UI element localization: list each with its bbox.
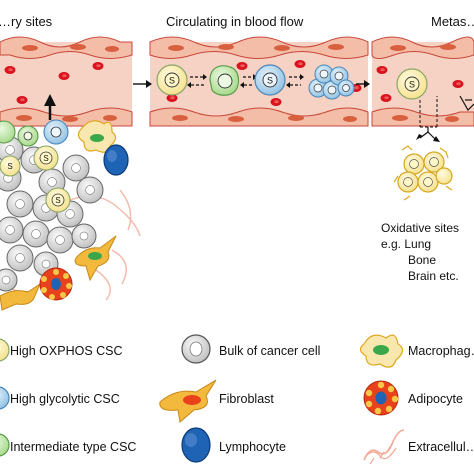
metastatic-oxphos-csc: S: [396, 68, 428, 100]
legend-label-fibroblast: Fibroblast: [219, 392, 274, 406]
oxphos-csc-icon: [0, 338, 10, 362]
legend-label-macrophage: Macrophag…: [408, 344, 474, 358]
tumor-fibroblast: [74, 235, 117, 282]
circulating-intermediate-csc: [209, 65, 240, 96]
tumor-oxphos-csc: S: [0, 155, 21, 177]
svg-text:S: S: [169, 76, 175, 86]
legend: High OXPHOS CSC Bulk of cancer cell Macr…: [0, 334, 474, 465]
legend-label-oxphos: High OXPHOS CSC: [10, 344, 123, 358]
tumor-oxphos-csc: S: [45, 187, 71, 213]
intermediate-csc-icon: [0, 433, 10, 457]
header-primary-sites: …ry sites: [0, 14, 53, 29]
fibroblast-icon: [159, 379, 217, 423]
extravasation-arrows: [416, 95, 474, 142]
metastatic-colony: [393, 145, 453, 201]
legend-label-intermediate: Intermediate type CSC: [10, 440, 136, 454]
svg-text:S: S: [55, 196, 60, 205]
oxidative-item: Bone: [408, 253, 436, 267]
bulk-cancer-cell-icon: [181, 334, 211, 364]
header-circulating: Circulating in blood flow: [166, 14, 304, 29]
svg-text:S: S: [43, 154, 48, 163]
flow-arrow-left: [133, 80, 152, 88]
legend-label-ecm: Extracellul…: [408, 440, 474, 454]
primary-tumor: S S S: [0, 94, 141, 311]
lymphocyte-icon: [181, 427, 211, 463]
tumor-lymphocyte: [103, 144, 129, 176]
legend-label-lymphocyte: Lymphocyte: [219, 440, 286, 454]
legend-label-bulk: Bulk of cancer cell: [219, 344, 320, 358]
flow-arrow-right: [356, 80, 370, 88]
circulating-glycolytic-csc: S: [254, 64, 286, 96]
header-metastatic: Metas…: [431, 14, 474, 29]
circulating-oxphos-csc: S: [156, 64, 188, 96]
tumor-fibroblast: [0, 282, 42, 311]
oxidative-example: e.g. Lung: [381, 237, 431, 251]
glycolytic-csc-icon: [0, 386, 10, 410]
oxidative-item: Brain etc.: [408, 269, 459, 283]
tumor-oxphos-csc: S: [33, 145, 59, 171]
svg-text:S: S: [7, 162, 12, 171]
transition-arrows-3: [286, 74, 304, 88]
extracellular-matrix-icon: [363, 429, 405, 465]
legend-label-adipocyte: Adipocyte: [408, 392, 463, 406]
oxidative-title: Oxidative sites: [381, 221, 459, 235]
transition-arrows-1: [187, 74, 207, 88]
tumor-adipocyte: [39, 267, 73, 301]
svg-text:S: S: [267, 76, 273, 86]
svg-text:S: S: [409, 80, 415, 90]
tumor-macrophage: [77, 120, 117, 153]
macrophage-icon: [359, 334, 404, 368]
oxidative-sites-list: Oxidative sites e.g. Lung Bone Brain etc…: [381, 221, 459, 283]
legend-label-glycolytic: High glycolytic CSC: [10, 392, 120, 406]
adipocyte-icon: [363, 380, 399, 416]
blood-vessel-left: [0, 36, 133, 127]
circulating-glycolytic-cluster: [308, 64, 355, 100]
